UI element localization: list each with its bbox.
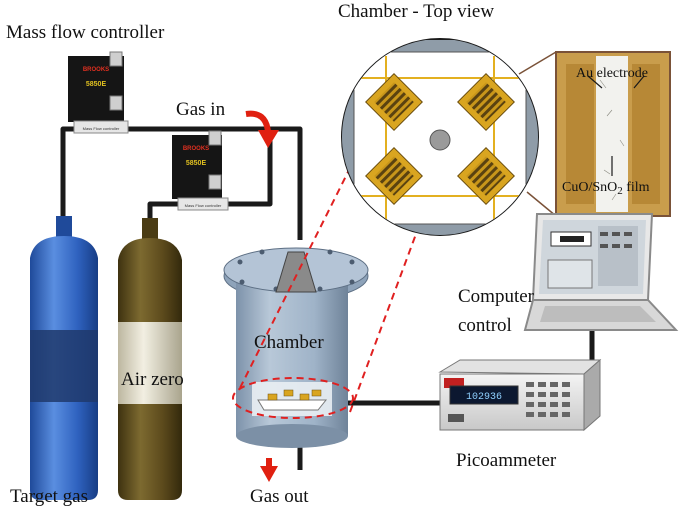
chamber xyxy=(223,247,369,448)
mass-flow-controller-label: Mass flow controller xyxy=(6,22,165,43)
au-electrode-label: Au electrode xyxy=(576,66,648,81)
air-zero-cylinder xyxy=(118,218,182,500)
chamber-top-view xyxy=(341,38,539,236)
gas-in-label: Gas in xyxy=(176,99,226,120)
sensor-chip-2 xyxy=(457,73,515,131)
picoammeter: 102936 xyxy=(438,358,602,432)
film-label-suffix: film xyxy=(622,180,650,195)
gas-in-arrow xyxy=(245,110,279,148)
sensor-chip-4 xyxy=(457,147,515,205)
computer-label: Computer xyxy=(458,286,534,307)
zoom-lines xyxy=(239,167,417,413)
laptop xyxy=(523,213,679,331)
film-label-prefix: CuO/SnO xyxy=(562,180,618,195)
control-label: control xyxy=(458,315,512,336)
mass-flow-controller-1: BROOKS 5850E Mass Flow controller xyxy=(68,51,129,134)
mfc2-brand: BROOKS xyxy=(183,146,209,152)
gas-out-label: Gas out xyxy=(250,486,309,507)
air-zero-label: Air zero xyxy=(121,369,184,390)
picoammeter-label: Picoammeter xyxy=(456,450,557,471)
chamber-label: Chamber xyxy=(254,332,324,353)
film-label: CuO/SnO2 film xyxy=(562,178,650,201)
chamber-top-view-label: Chamber - Top view xyxy=(338,1,495,22)
mass-flow-controller-2: BROOKS 5850E Mass Flow controller xyxy=(172,130,229,211)
target-gas-cylinder xyxy=(30,216,98,500)
gas-out-arrow xyxy=(260,458,278,482)
film-label-subscript: 2 xyxy=(617,185,623,197)
sensor-chip-1 xyxy=(365,73,423,131)
target-gas-label: Target gas xyxy=(10,486,88,507)
mfc1-model: 5850E xyxy=(86,81,107,88)
mfc2-base-label: Mass Flow controller xyxy=(185,203,222,208)
mfc1-brand: BROOKS xyxy=(83,67,109,73)
mfc1-base-label: Mass Flow controller xyxy=(83,126,120,131)
mfc2-model: 5850E xyxy=(186,160,207,167)
sensor-chip-3 xyxy=(365,147,423,205)
meter-display: 102936 xyxy=(466,392,502,403)
